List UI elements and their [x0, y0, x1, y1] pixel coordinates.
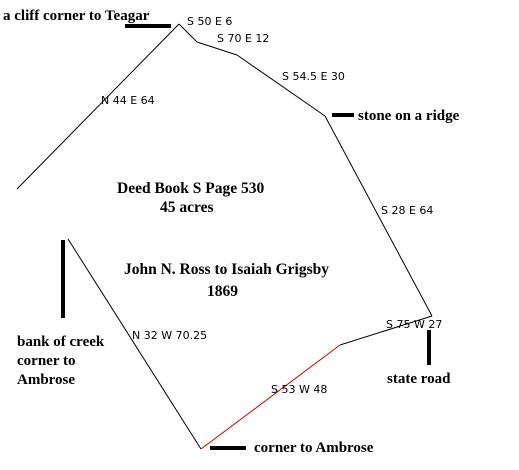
landmark-corner-ambrose: corner to Ambrose: [254, 440, 374, 456]
landmark-stone-ridge: stone on a ridge: [358, 108, 460, 124]
boundary-s28e64: [324, 115, 433, 317]
call-s50e6: S 50 E 6: [187, 15, 232, 28]
boundary-s545e30: [236, 54, 326, 117]
deed-title-year: 1869: [207, 283, 238, 300]
boundary-n44e64: [16, 23, 180, 190]
boundary-s50e6: [178, 23, 198, 43]
deed-title-book-page: Deed Book S Page 530: [117, 180, 265, 197]
call-n44e64: N 44 E 64: [101, 94, 155, 107]
landmark-cliff-corner: a cliff corner to Teagar: [3, 8, 150, 24]
boundary-s53w48: [200, 344, 341, 450]
landmark-state-road: state road: [387, 371, 451, 387]
call-s75w27: S 75 W 27: [386, 318, 442, 331]
call-s28e64: S 28 E 64: [381, 204, 433, 217]
landmark-creek-line1: bank of creek: [17, 334, 105, 350]
boundary-s75w27: [339, 315, 433, 346]
boundary-lines: [16, 23, 433, 450]
landmark-creek-line3: Ambrose: [17, 372, 75, 388]
deed-title-acres: 45 acres: [160, 199, 214, 216]
landmark-creek-line2: corner to: [17, 353, 75, 369]
boundary-n32w7025: [67, 238, 202, 450]
deed-title-parties: John N. Ross to Isaiah Grigsby: [124, 261, 329, 278]
corner-markers: [61, 24, 431, 450]
boundary-s70e12: [196, 41, 238, 56]
call-s545e30: S 54.5 E 30: [282, 70, 345, 83]
call-s70e12: S 70 E 12: [217, 32, 269, 45]
call-n32w7025: N 32 W 70.25: [132, 329, 207, 342]
call-s53w48: S 53 W 48: [271, 383, 327, 396]
